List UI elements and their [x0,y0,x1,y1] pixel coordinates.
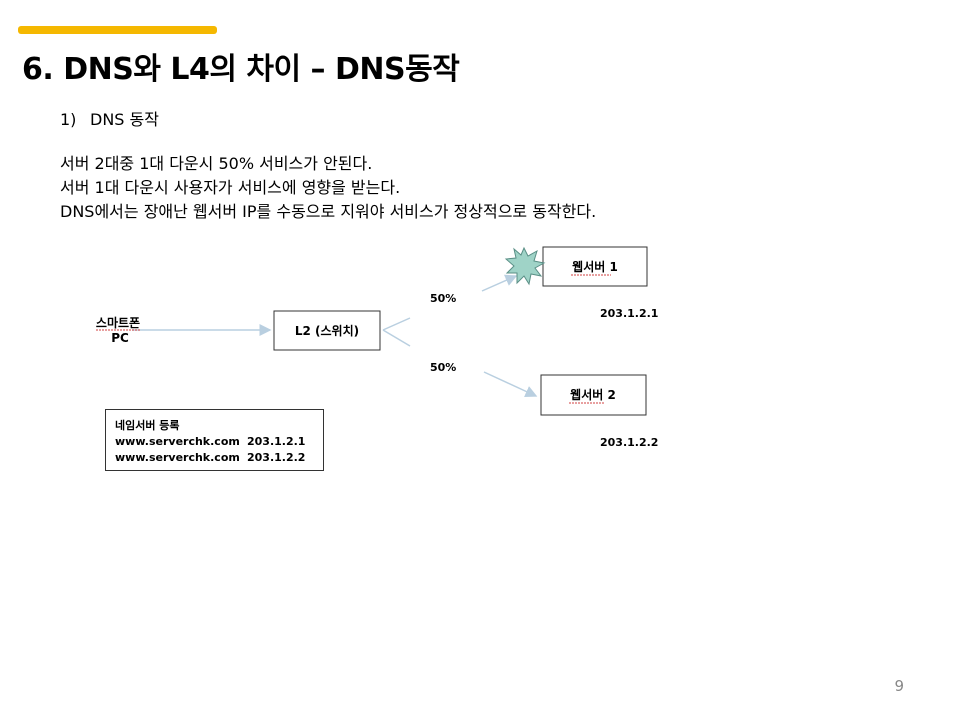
body-line: DNS에서는 장애난 웹서버 IP를 수동으로 지워야 서비스가 정상적으로 동… [60,202,597,221]
percent-label-bottom: 50% [430,361,456,374]
branch-line-top [382,317,411,331]
page-number: 9 [894,677,904,695]
accent-bar [18,26,217,34]
subheading: 1) DNS 동작 [60,106,159,130]
slide-title: 6. DNS와 L4의 차이 – DNS동작 [22,52,460,87]
client-label-line1: 스마트폰 [96,315,140,330]
registry-ip: 203.1.2.2 [247,451,306,464]
server-1-box [542,246,648,287]
subheading-text: DNS 동작 [90,110,159,129]
failure-burst-icon [504,246,546,286]
registry-host: www.serverchk.com [115,435,240,448]
percent-label-top: 50% [430,292,456,305]
registry-row: www.serverchk.com 203.1.2.1 [115,434,323,450]
body-text: 서버 2대중 1대 다운시 50% 서비스가 안된다. 서버 1대 다운시 사용… [60,152,596,224]
registry-ip: 203.1.2.1 [247,435,306,448]
body-line: 서버 2대중 1대 다운시 50% 서비스가 안된다. [60,154,373,173]
branch-line-bottom [382,329,411,347]
arrow-to-server-1 [481,274,518,292]
arrow-to-server-2 [483,371,538,398]
client-label-line2: PC [111,331,129,345]
body-line: 서버 1대 다운시 사용자가 서비스에 영향을 받는다. [60,178,401,197]
server-2-box [540,374,647,416]
switch-box [273,310,381,351]
subheading-number: 1) [60,110,77,129]
server-2-label: 웹서버 2 [570,387,616,402]
server-2-ip: 203.1.2.2 [600,436,658,449]
name-server-registry: 네임서버 등록 www.serverchk.com 203.1.2.1 www.s… [105,409,324,471]
registry-host: www.serverchk.com [115,451,240,464]
registry-title: 네임서버 등록 [115,419,180,432]
switch-label: L2 (스위치) [295,323,359,338]
server-1-ip: 203.1.2.1 [600,307,658,320]
server-1-label: 웹서버 1 [572,259,618,274]
registry-row: www.serverchk.com 203.1.2.2 [115,450,323,466]
